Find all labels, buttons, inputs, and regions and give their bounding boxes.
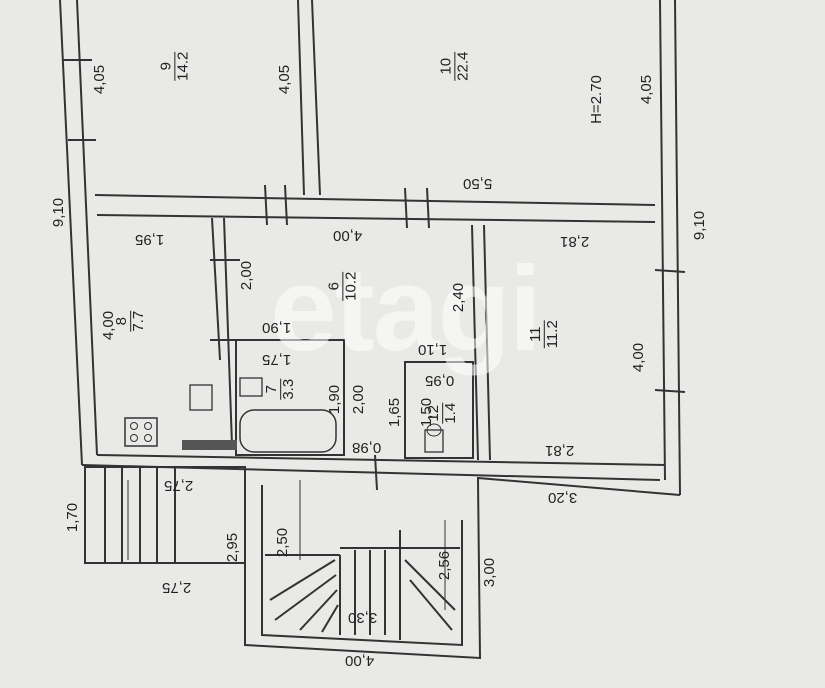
right-inner-wall — [659, 0, 666, 481]
partition-9-10-b — [311, 0, 321, 196]
room7-box — [235, 339, 345, 456]
room12-box — [404, 361, 474, 459]
toilet-icon — [424, 423, 444, 453]
watermark: etagi — [270, 242, 542, 376]
dim-bottom-400: 4,00 — [345, 652, 375, 669]
partition-9-10 — [297, 0, 305, 196]
dim-porch-275-bot: 2,75 — [162, 579, 192, 596]
dim-r11-400: 4,00 — [630, 342, 648, 373]
stove-icon — [124, 417, 158, 447]
dim-r7-165: 1,65 — [386, 397, 404, 428]
dim-stair-256: 2,56 — [436, 550, 454, 581]
lower-right-wall — [477, 476, 681, 496]
ceiling-height: H=2.70 — [587, 75, 605, 124]
dim-r12-110: 1,10 — [418, 341, 448, 358]
main-cross-wall-top — [94, 194, 656, 206]
dim-r6-240: 2,40 — [450, 282, 468, 313]
dim-r8-195: 1,95 — [135, 231, 165, 248]
dim-r12-150: 1,50 — [418, 397, 436, 428]
dim-stair-330: 3,30 — [348, 609, 378, 626]
dim-r12-095: 0,95 — [425, 372, 455, 389]
sink-icon — [239, 377, 263, 397]
dim-stair-295: 2,95 — [224, 532, 242, 563]
dim-stair-250: 2,50 — [274, 527, 292, 558]
dim-door-098: 0,98 — [352, 439, 382, 456]
room6-wall-b — [483, 224, 491, 461]
bottom-wall-inner — [96, 454, 666, 466]
dim-r7-190-side: 1,90 — [326, 384, 344, 415]
dim-r11-281-bot: 2,81 — [545, 442, 575, 459]
dim-top-mid: 4,05 — [276, 64, 294, 95]
dim-r6-200: 2,00 — [238, 260, 256, 291]
kitchen-sink-icon — [189, 384, 213, 411]
dim-r7-190-top: 1,90 — [262, 319, 292, 336]
main-cross-wall-bottom — [96, 214, 656, 223]
dim-r8-400: 4,00 — [100, 310, 118, 341]
dim-r7-175: 1,75 — [262, 351, 292, 368]
stair-hall-inner — [261, 485, 463, 647]
counter-hatch — [182, 440, 237, 450]
dim-r11-281-top: 2,81 — [560, 233, 590, 250]
dim-porch-275-top: 2,75 — [164, 477, 194, 494]
room6-wall — [471, 224, 479, 461]
left-inner-wall — [76, 0, 98, 456]
room8-wall — [211, 217, 221, 361]
dim-top-left: 4,05 — [91, 64, 109, 95]
dim-mid-550: 5,50 — [463, 175, 493, 192]
dim-r7-200: 2,00 — [350, 384, 368, 415]
right-outer-wall — [674, 0, 681, 496]
stair-hall-outer — [244, 479, 482, 660]
dim-right-910: 9,10 — [691, 210, 709, 241]
dim-porch-170: 1,70 — [64, 502, 82, 533]
dim-stair-300: 3,00 — [481, 557, 499, 588]
dim-r6-400: 4,00 — [333, 227, 363, 244]
dim-top-right: 4,05 — [638, 74, 656, 105]
dim-left-910: 9,10 — [50, 197, 68, 228]
room8-wall-b — [223, 217, 233, 446]
left-outer-wall — [59, 0, 83, 466]
bathtub-icon — [239, 409, 337, 453]
dim-right-320: 3,20 — [548, 489, 578, 506]
